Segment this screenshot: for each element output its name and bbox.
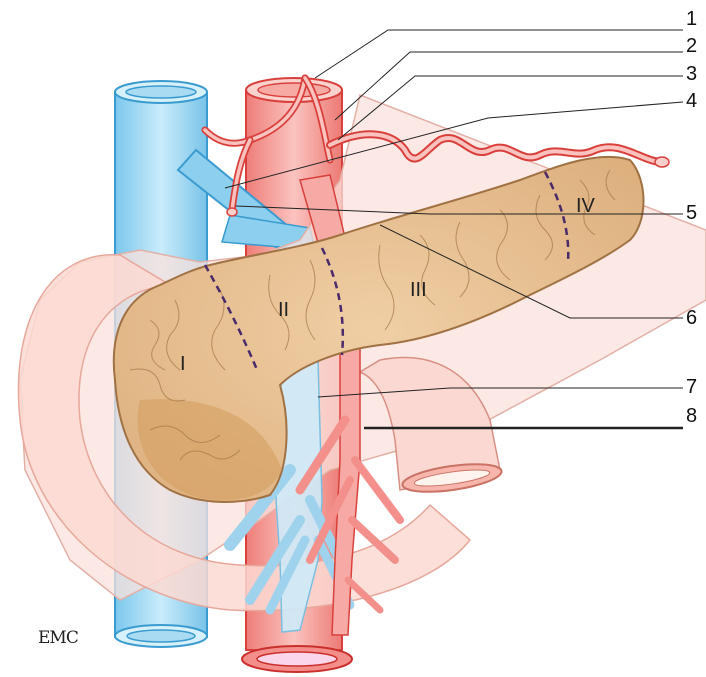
label-5: 5 bbox=[686, 202, 697, 224]
segment-label-i: I bbox=[180, 353, 186, 375]
label-6: 6 bbox=[686, 307, 697, 329]
label-2: 2 bbox=[686, 35, 697, 57]
label-8: 8 bbox=[686, 405, 697, 427]
label-1: 1 bbox=[686, 8, 697, 30]
label-3: 3 bbox=[686, 63, 697, 85]
label-4: 4 bbox=[686, 90, 697, 112]
label-7: 7 bbox=[686, 376, 697, 398]
label-group: 1 2 3 4 5 6 7 8 bbox=[686, 8, 697, 427]
segment-label-ii: II bbox=[278, 299, 289, 321]
emc-logo: EMC bbox=[38, 628, 78, 648]
segment-label-iv: IV bbox=[576, 195, 596, 217]
segment-label-iii: III bbox=[410, 279, 427, 301]
